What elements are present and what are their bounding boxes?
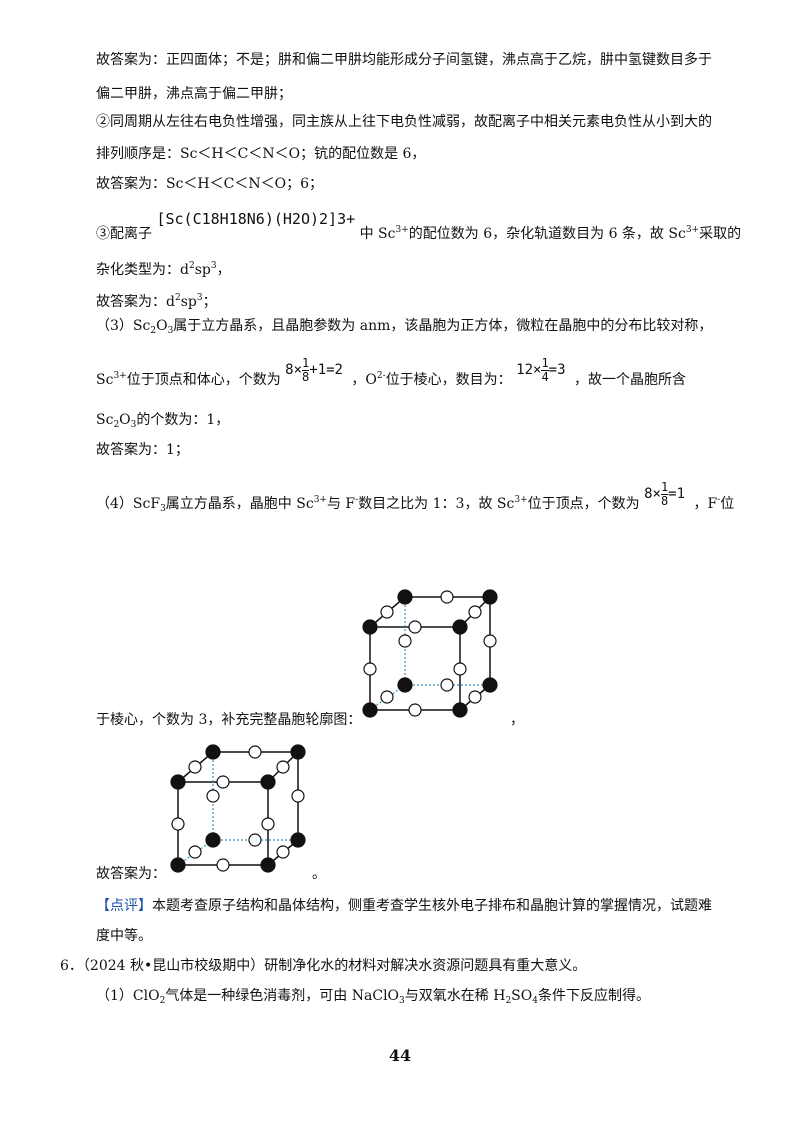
- superscript: 3: [210, 261, 217, 271]
- text-segment: ，F: [693, 496, 718, 512]
- text-line: 杂化类型为：d2sp3，: [96, 256, 231, 280]
- superscript: 2: [174, 293, 181, 303]
- question-heading: 6．（2024 秋•昆山市校级期中）研制净化水的材料对解决水资源问题具有重大意义…: [60, 958, 587, 974]
- superscript: 2-: [376, 371, 386, 381]
- subscript: 3: [160, 504, 166, 514]
- superscript: 3+: [514, 495, 528, 505]
- text-segment: 条件下反应制得。: [537, 988, 650, 1004]
- text-segment: ；: [202, 294, 217, 310]
- text-segment: （1）ClO: [96, 988, 160, 1004]
- text-segment: 。: [312, 866, 326, 882]
- superscript: 3+: [395, 225, 409, 235]
- superscript: 3: [196, 293, 203, 303]
- superscript: 2: [188, 261, 195, 271]
- crystal-cell-figure: [362, 589, 498, 718]
- text-line: （3）Sc2O3属于立方晶系，且晶胞参数为 anm，该晶胞为正方体，微粒在晶胞中…: [96, 316, 712, 341]
- text-segment: 的个数为：1，: [136, 412, 230, 428]
- text-segment: Sc: [96, 372, 114, 388]
- text-segment: 数目之比为 1：3，故 Sc: [358, 496, 515, 512]
- text-segment: 与双氧水在稀 H: [404, 988, 506, 1004]
- text-segment: （3）Sc: [96, 318, 151, 334]
- text-segment: ，: [216, 262, 231, 278]
- text-line: 偏二甲肼，沸点高于偏二甲肼；: [96, 86, 292, 102]
- text-segment: 气体是一种绿色消毒剂，可由 NaClO: [165, 988, 400, 1004]
- text-segment: SO: [511, 988, 533, 1004]
- text-segment: 的配位数为 6，杂化轨道数目为 6 条，故 Sc: [408, 226, 686, 242]
- text-line: 故答案为：d2sp3；: [96, 288, 217, 312]
- subscript: 3: [399, 996, 405, 1006]
- text-line: ②同周期从左往右电负性增强，同主族从上往下电负性减弱，故配离子中相关元素电负性从…: [96, 114, 712, 130]
- text-segment: ，故一个晶胞所含: [573, 372, 686, 388]
- crystal-cell-figure: [170, 744, 306, 873]
- text-segment: ，O: [351, 372, 377, 388]
- subscript: 2: [150, 326, 157, 336]
- text-segment: sp: [180, 294, 197, 310]
- page-number: 44: [388, 1046, 412, 1065]
- text-segment: 位于棱心，数目为：: [385, 372, 512, 388]
- text-segment: ，: [510, 712, 524, 728]
- text-segment: 本题考查原子结构和晶体结构，侧重考查学生核外电子排布和晶胞计算的掌握情况，试题难: [152, 898, 712, 914]
- text-segment: sp: [194, 262, 211, 278]
- text-segment: ③配离子: [96, 226, 152, 242]
- text-line: 故答案为：1；: [96, 442, 189, 458]
- text-segment: 属立方晶系，晶胞中 Sc: [165, 496, 314, 512]
- subscript: 3: [167, 326, 174, 336]
- comment-tag: 【点评】: [96, 898, 152, 914]
- text-segment: O: [119, 412, 131, 428]
- subscript: 4: [532, 996, 538, 1006]
- text-segment: 杂化类型为：d: [96, 262, 189, 278]
- text-segment: Sc: [96, 412, 114, 428]
- text-segment: O: [156, 318, 168, 334]
- subscript: 2: [113, 420, 120, 430]
- text-line: 故答案为：正四面体；不是；肼和偏二甲肼均能形成分子间氢键，沸点高于乙烷，肼中氢键…: [96, 52, 712, 68]
- text-line: 于棱心，个数为 3，补充完整晶胞轮廓图：: [96, 712, 362, 728]
- text-segment: 位: [720, 496, 735, 512]
- text-segment: （4）ScF: [96, 496, 161, 512]
- text-segment: 与 F: [326, 496, 356, 512]
- text-line: （1）ClO2气体是一种绿色消毒剂，可由 NaClO3与双氧水在稀 H2SO4条…: [96, 986, 650, 1011]
- superscript: -: [717, 495, 721, 505]
- text-line: 故答案为：: [96, 866, 166, 882]
- subscript: 3: [130, 420, 137, 430]
- text-segment: 故答案为：d: [96, 294, 175, 310]
- superscript: 3+: [685, 225, 700, 235]
- text-line: 度中等。: [96, 928, 152, 944]
- subscript: 2: [505, 996, 512, 1006]
- superscript: 3+: [113, 371, 127, 381]
- comment-line: 【点评】本题考查原子结构和晶体结构，侧重考查学生核外电子排布和晶胞计算的掌握情况…: [96, 896, 712, 916]
- subscript: 2: [159, 996, 166, 1006]
- text-line: Sc2O3的个数为：1，: [96, 410, 229, 435]
- superscript: -: [355, 495, 359, 505]
- superscript: 3+: [313, 495, 327, 505]
- complex-ion-formula: [Sc(C18H18N6)(H2O)2]3+: [156, 210, 356, 228]
- text-line: ③配离子 [Sc(C18H18N6)(H2O)2]3+ 中 Sc3+的配位数为 …: [96, 210, 742, 244]
- text-line: 故答案为：Sc＜H＜C＜N＜O；6；: [96, 176, 323, 192]
- text-line: 排列顺序是：Sc＜H＜C＜N＜O；钪的配位数是 6，: [96, 146, 426, 162]
- text-segment: 属于立方晶系，且晶胞参数为 anm，该晶胞为正方体，微粒在晶胞中的分布比较对称，: [173, 318, 713, 334]
- text-segment: 位于顶点和体心，个数为: [126, 372, 281, 388]
- text-line: （4）ScF3属立方晶系，晶胞中 Sc3+与 F-数目之比为 1：3，故 Sc3…: [96, 480, 735, 519]
- text-segment: 中 Sc: [359, 226, 396, 242]
- text-segment: 位于顶点，个数为: [527, 496, 640, 512]
- text-segment: 采取的: [699, 226, 742, 242]
